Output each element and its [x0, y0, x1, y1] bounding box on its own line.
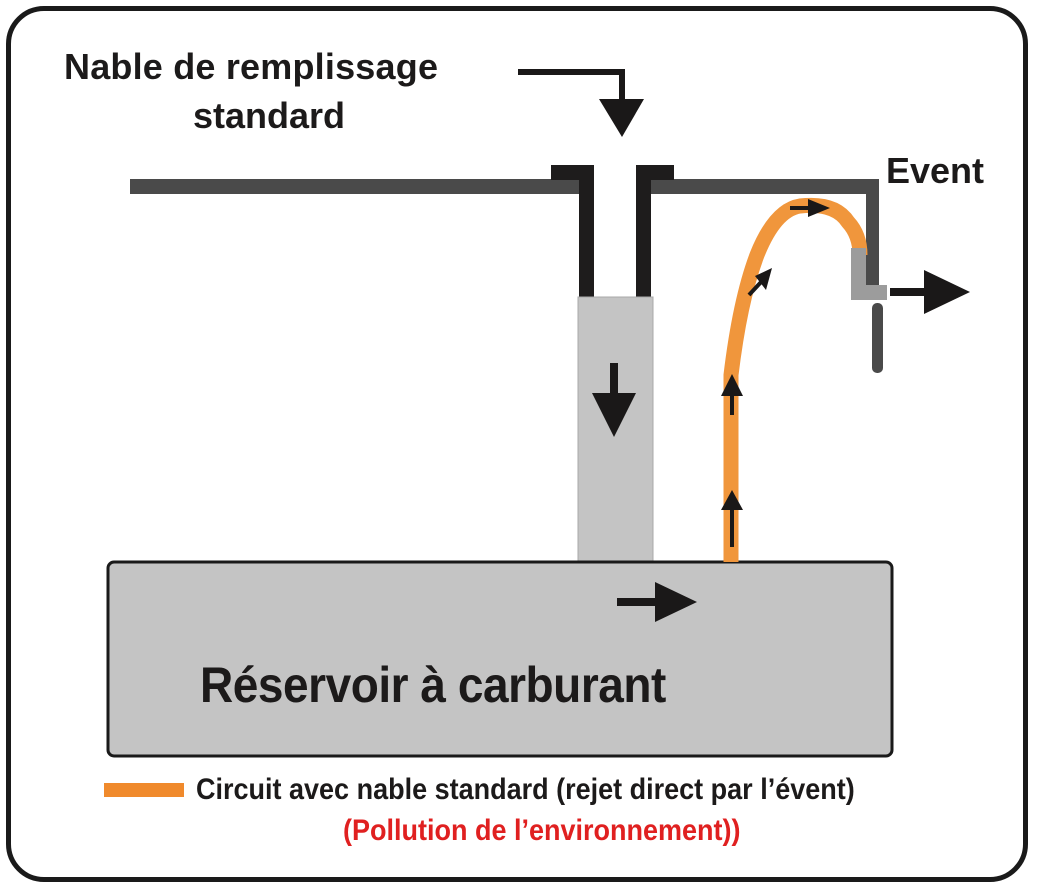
vent-fitting: [851, 248, 887, 300]
legend-text: Circuit avec nable standard (rejet direc…: [196, 773, 855, 806]
legend-swatch-orange: [104, 783, 184, 797]
legend-subtext: (Pollution de l’environnement)): [343, 814, 741, 847]
vent-label: Event: [886, 150, 985, 191]
vent-pipe-vertical: [866, 179, 879, 287]
filler-neck-label: Nable de remplissage: [64, 46, 439, 87]
diagram-frame: [6, 6, 1028, 882]
tank-right-arrow: [617, 582, 697, 622]
deck-line-left: [130, 179, 580, 194]
hose-top-arrow: [790, 199, 830, 217]
deck-line-right: [636, 179, 879, 194]
hose-up-arrow-2: [721, 374, 743, 415]
tank-label: Réservoir à carburant: [200, 657, 666, 713]
filler-neck-wall-left: [579, 165, 594, 301]
hose-diagonal-arrow: [747, 268, 772, 297]
fill-direction-arrow: [518, 69, 644, 137]
hose-up-arrow-1: [721, 490, 743, 547]
vent-circuit-hose: [723, 197, 868, 562]
vent-exhaust-arrow: [890, 270, 970, 314]
tube-down-arrow: [592, 363, 636, 437]
filler-neck-label-line2: standard: [193, 95, 346, 136]
filler-neck-wall-right: [636, 165, 651, 301]
fuel-tank: [106, 560, 894, 758]
vent-pipe-lower: [872, 303, 883, 373]
